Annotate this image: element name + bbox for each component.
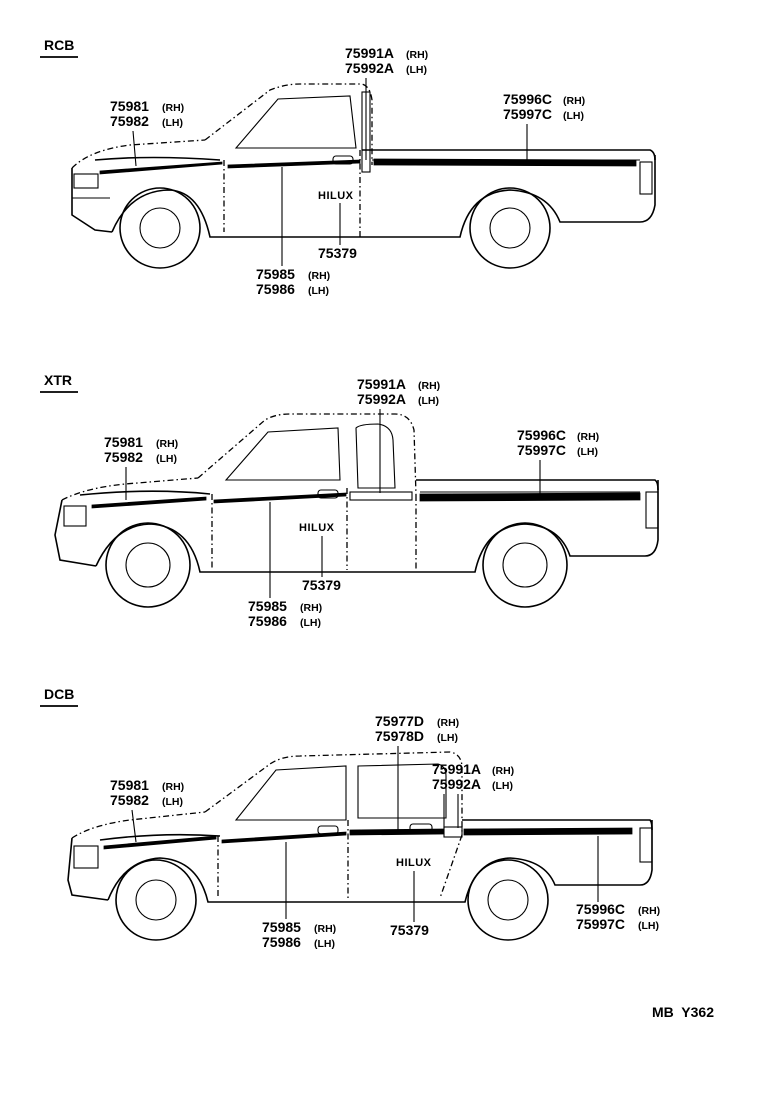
label-door-rh: 75985: [256, 266, 295, 282]
label-pillar-rh: 75991A: [432, 761, 481, 777]
label-pillar-rh-side: (RH): [492, 765, 514, 777]
door-trim-stripe: [221, 831, 347, 844]
hood-trim-stripe: [103, 835, 217, 850]
label-hood-lh: 75982: [104, 449, 143, 465]
label-pillar-lh-side: (LH): [418, 395, 439, 407]
label-bed-lh-side: (LH): [638, 920, 659, 932]
label-bed-rh-side: (RH): [638, 905, 660, 917]
door-trim-stripe: [213, 492, 347, 504]
label-bed-rh-side: (RH): [577, 431, 599, 443]
label-rear-door-lh-side: (LH): [437, 732, 458, 744]
truck-xtr-drawing: [54, 413, 659, 608]
label-emblem: 75379: [390, 922, 429, 938]
leader-hood: [131, 809, 137, 843]
label-bed-lh-side: (LH): [563, 110, 584, 122]
label-hood-rh-side: (RH): [162, 102, 184, 114]
section-xtr: XTR HILUX 759: [40, 372, 659, 629]
label-door-rh-side: (RH): [300, 602, 322, 614]
rear-door-trim-stripe: [349, 828, 445, 836]
label-door-lh-side: (LH): [300, 617, 321, 629]
bed-trim-stripe: [419, 492, 641, 502]
label-pillar-lh: 75992A: [345, 60, 394, 76]
section-title: DCB: [44, 686, 74, 702]
label-door-lh-side: (LH): [308, 285, 329, 297]
bed-trim-stripe: [373, 158, 637, 167]
label-pillar-rh: 75991A: [345, 45, 394, 61]
label-bed-rh: 75996C: [517, 427, 566, 443]
hood-trim-stripe: [99, 161, 223, 175]
label-bed-lh: 75997C: [503, 106, 552, 122]
label-door-lh: 75986: [256, 281, 295, 297]
label-hood-rh: 75981: [110, 777, 149, 793]
label-hood-rh: 75981: [104, 434, 143, 450]
label-hood-rh-side: (RH): [156, 438, 178, 450]
label-bed-lh: 75997C: [576, 916, 625, 932]
label-bed-rh-side: (RH): [563, 95, 585, 107]
label-hood-lh-side: (LH): [162, 117, 183, 129]
label-pillar-lh-side: (LH): [406, 64, 427, 76]
label-pillar-lh: 75992A: [357, 391, 406, 407]
label-pillar-rh-side: (RH): [418, 380, 440, 392]
truck-dcb-drawing: [67, 751, 653, 941]
section-title: XTR: [44, 372, 72, 388]
label-pillar-rh: 75991A: [357, 376, 406, 392]
pillar-trim-stripe: [349, 491, 413, 501]
label-door-rh: 75985: [248, 598, 287, 614]
label-hood-lh-side: (LH): [162, 796, 183, 808]
label-hood-lh: 75982: [110, 792, 149, 808]
truck-rcb-drawing: [71, 83, 656, 269]
leader-hood: [132, 130, 137, 167]
label-door-rh-side: (RH): [314, 923, 336, 935]
hilux-badge: HILUX: [396, 857, 432, 869]
hilux-badge: HILUX: [299, 522, 335, 534]
hood-trim-stripe: [91, 496, 207, 509]
label-pillar-rh-side: (RH): [406, 49, 428, 61]
label-door-lh-side: (LH): [314, 938, 335, 950]
label-rear-door-rh: 75977D: [375, 713, 424, 729]
label-door-rh: 75985: [262, 919, 301, 935]
label-hood-rh-side: (RH): [162, 781, 184, 793]
label-emblem: 75379: [302, 577, 341, 593]
bed-trim-stripe: [463, 827, 633, 836]
label-hood-lh-side: (LH): [156, 453, 177, 465]
label-door-lh: 75986: [248, 613, 287, 629]
label-emblem: 75379: [318, 245, 357, 261]
section-dcb: DCB HILUX: [40, 686, 660, 950]
label-bed-rh: 75996C: [576, 901, 625, 917]
label-bed-lh: 75997C: [517, 442, 566, 458]
label-pillar-lh-side: (LH): [492, 780, 513, 792]
diagram-code: MB Y362: [652, 1004, 714, 1020]
door-trim-stripe: [227, 159, 361, 169]
hilux-badge: HILUX: [318, 190, 354, 202]
label-door-rh-side: (RH): [308, 270, 330, 282]
section-rcb: RCB: [40, 37, 656, 297]
label-hood-rh: 75981: [110, 98, 149, 114]
label-pillar-lh: 75992A: [432, 776, 481, 792]
section-title: RCB: [44, 37, 74, 53]
label-rear-door-rh-side: (RH): [437, 717, 459, 729]
label-hood-lh: 75982: [110, 113, 149, 129]
label-bed-rh: 75996C: [503, 91, 552, 107]
pillar-trim-stripe: [443, 826, 463, 838]
label-rear-door-lh: 75978D: [375, 728, 424, 744]
label-bed-lh-side: (LH): [577, 446, 598, 458]
label-door-lh: 75986: [262, 934, 301, 950]
